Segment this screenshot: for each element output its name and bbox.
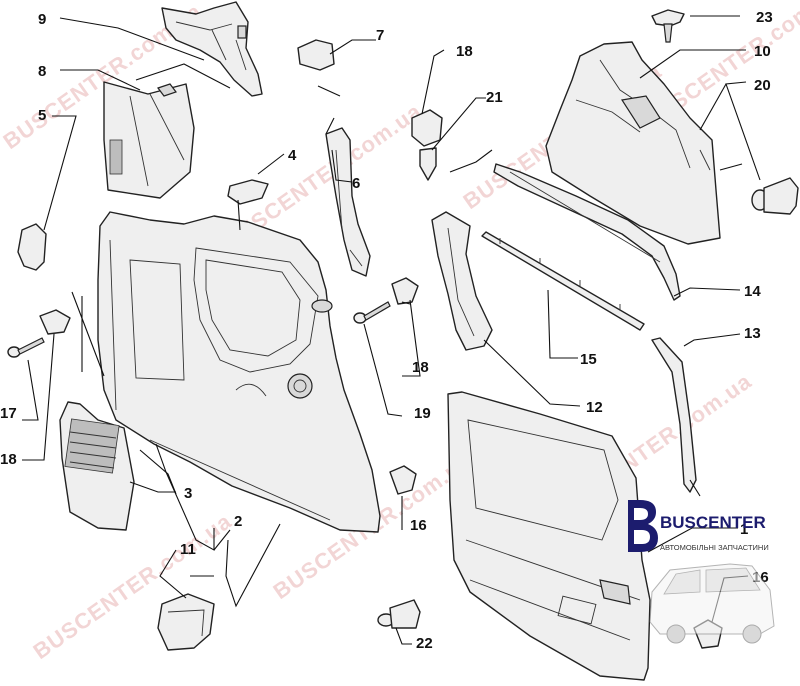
callout-18-top: 18: [456, 43, 473, 60]
part-10-rear-quarter-trim: [545, 41, 721, 245]
buscenter-logo: BUSCENTER АВТОМОБІЛЬНІ ЗАПЧАСТИНИ: [628, 500, 775, 644]
part-21-screw-clip: [419, 147, 437, 181]
callout-12: 12: [586, 399, 603, 416]
callout-18-mid: 18: [412, 359, 429, 376]
callout-19: 19: [414, 405, 431, 422]
callout-20: 20: [754, 77, 771, 94]
callout-1: 1: [740, 521, 748, 538]
part-22-push-rivet: [377, 599, 421, 629]
callout-11: 11: [180, 541, 196, 558]
callout-5: 5: [38, 107, 46, 124]
part-12-curved-pillar: [431, 211, 493, 351]
callout-7: 7: [376, 27, 384, 44]
callout-6: 6: [352, 175, 360, 192]
part-2-side-panel: [97, 211, 381, 533]
part-18-clip-mid: [391, 277, 419, 305]
van-icon: [649, 563, 775, 644]
part-16-clip-center: [389, 465, 417, 495]
leader-lines: [22, 15, 761, 645]
callout-3: 3: [184, 485, 192, 502]
part-13-narrow-strip: [651, 337, 697, 493]
callout-17: 17: [0, 405, 17, 422]
part-14-trim-strip: [493, 163, 681, 301]
logo-name: BUSCENTER: [660, 513, 766, 532]
part-1-door-panel: [447, 391, 651, 681]
part-7-clip: [297, 39, 335, 71]
logo-tagline: АВТОМОБІЛЬНІ ЗАПЧАСТИНИ: [660, 543, 769, 552]
watermark-text: BUSCENTER.com.ua: [29, 508, 237, 664]
part-19-screw: [353, 301, 391, 324]
callout-16-center: 16: [410, 517, 427, 534]
part-4-clip-cover: [227, 179, 269, 205]
callout-4: 4: [288, 147, 297, 164]
callout-15: 15: [580, 351, 597, 368]
part-9-pillar-bracket: [161, 1, 263, 97]
part-11-small-cover: [157, 593, 215, 651]
part-15-rail: [481, 231, 645, 331]
part-17-screw: [7, 337, 45, 358]
part-23-push-clip: [651, 9, 685, 43]
callout-2: 2: [234, 513, 242, 530]
part-20-rivet: [751, 177, 799, 215]
callout-10: 10: [754, 43, 771, 60]
part-5-cap: [17, 223, 47, 271]
callout-8: 8: [38, 63, 46, 80]
callout-9: 9: [38, 11, 46, 28]
callout-18-left: 18: [0, 451, 17, 468]
part-3-speaker-panel: [59, 401, 135, 531]
part-6-pillar-strip: [325, 127, 371, 277]
logo-mark-icon: [628, 500, 658, 552]
callout-14: 14: [744, 283, 761, 300]
callout-22: 22: [416, 635, 433, 652]
part-18-clip-left: [39, 309, 71, 335]
callout-13: 13: [744, 325, 761, 342]
part-8-quarter-trim: [103, 81, 195, 199]
callout-21: 21: [486, 89, 503, 106]
callout-23: 23: [756, 9, 773, 26]
part-18-clip-top: [411, 109, 443, 147]
